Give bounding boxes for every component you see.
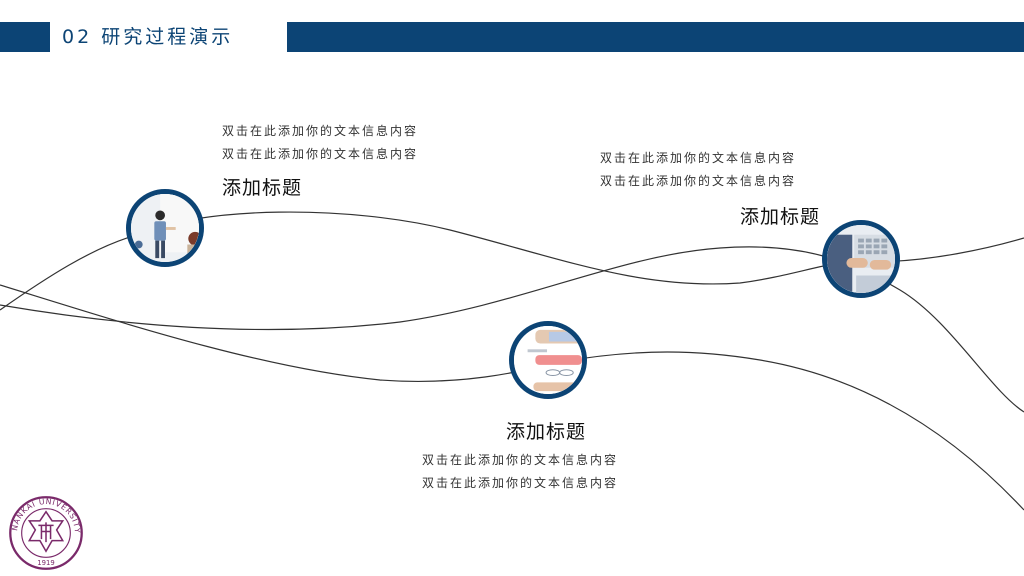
item-2-description: 双击在此添加你的文本信息内容 双击在此添加你的文本信息内容 bbox=[422, 449, 618, 495]
section-title: 02 研究过程演示 bbox=[62, 26, 234, 48]
item-2-heading: 添加标题 bbox=[506, 421, 587, 443]
svg-text:1919: 1919 bbox=[37, 559, 54, 567]
item-1-heading: 添加标题 bbox=[222, 177, 303, 199]
curve-2 bbox=[0, 246, 1024, 413]
seal-graphic: NANKAI UNIVERSITY 1919 bbox=[9, 496, 83, 570]
photo-node-2 bbox=[509, 321, 587, 399]
item-2-line-2: 双击在此添加你的文本信息内容 bbox=[422, 476, 619, 490]
item-1-line-1: 双击在此添加你的文本信息内容 bbox=[222, 124, 419, 138]
item-3-line-2: 双击在此添加你的文本信息内容 bbox=[600, 174, 797, 188]
item-3-line-1: 双击在此添加你的文本信息内容 bbox=[600, 151, 797, 165]
laptop-typing-photo bbox=[827, 225, 895, 293]
item-1-description: 双击在此添加你的文本信息内容 双击在此添加你的文本信息内容 bbox=[222, 120, 418, 166]
photo-node-3 bbox=[822, 220, 900, 298]
meeting-desk-photo bbox=[514, 326, 582, 394]
header-band-right bbox=[287, 22, 1024, 52]
item-2-line-1: 双击在此添加你的文本信息内容 bbox=[422, 453, 619, 467]
item-3-heading: 添加标题 bbox=[740, 206, 821, 228]
item-3-description: 双击在此添加你的文本信息内容 双击在此添加你的文本信息内容 bbox=[600, 147, 796, 193]
item-1-line-2: 双击在此添加你的文本信息内容 bbox=[222, 147, 419, 161]
header-band-left bbox=[0, 22, 50, 52]
teacher-whiteboard-photo bbox=[131, 194, 199, 262]
university-seal-logo: NANKAI UNIVERSITY 1919 bbox=[8, 495, 84, 571]
photo-node-1 bbox=[126, 189, 204, 267]
